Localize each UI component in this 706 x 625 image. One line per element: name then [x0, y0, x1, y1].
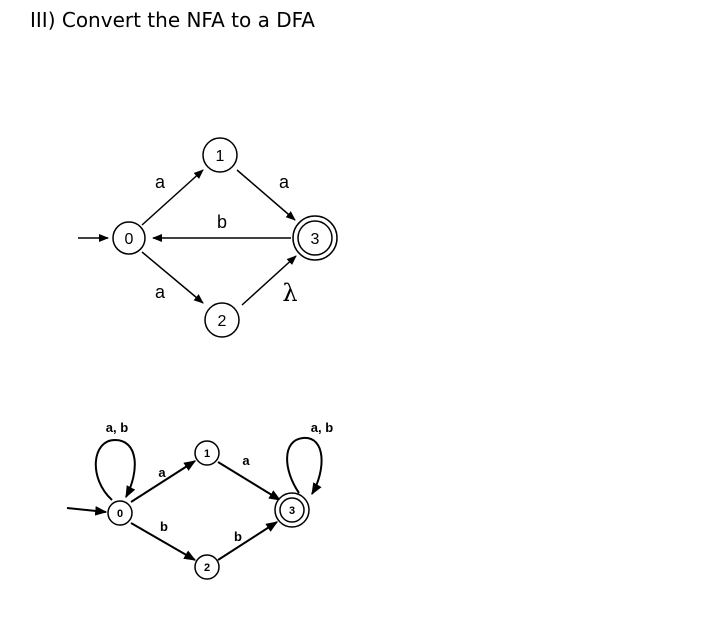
dfa-start-arrow — [66, 506, 108, 516]
nfa-edge-1-3 — [236, 169, 296, 221]
nfa-state-1: 1 — [202, 137, 238, 173]
nfa-diagram: 0 1 2 3 a a a λ b — [78, 137, 338, 338]
nfa-label-0-1: a — [155, 172, 166, 192]
nfa-label-1-3: a — [279, 172, 290, 192]
nfa-state-3-accepting: 3 — [292, 215, 338, 261]
dfa-label-loop-0: a, b — [106, 420, 128, 435]
svg-text:1: 1 — [216, 148, 225, 165]
dfa-state-3-accepting: 3 — [274, 492, 310, 528]
dfa-label-0-2: b — [160, 519, 168, 534]
dfa-state-2: 2 — [194, 554, 220, 580]
nfa-state-2: 2 — [204, 302, 240, 338]
nfa-edge-0-1 — [141, 169, 204, 226]
dfa-label-2-3: b — [234, 529, 242, 544]
svg-text:0: 0 — [117, 508, 123, 520]
nfa-label-0-2: a — [155, 282, 166, 302]
nfa-edge-2-3 — [241, 255, 297, 306]
dfa-state-1: 1 — [194, 440, 220, 466]
nfa-edge-0-2 — [141, 251, 204, 304]
svg-text:1: 1 — [204, 448, 210, 460]
svg-text:2: 2 — [218, 313, 227, 330]
svg-text:2: 2 — [204, 562, 210, 574]
dfa-edge-0-1 — [130, 460, 197, 503]
svg-text:3: 3 — [311, 231, 320, 248]
svg-text:3: 3 — [289, 505, 295, 517]
dfa-loop-3 — [286, 436, 323, 496]
nfa-label-2-3: λ — [282, 279, 297, 307]
dfa-label-1-3: a — [242, 453, 250, 468]
page-title: III) Convert the NFA to a DFA — [30, 8, 315, 32]
dfa-label-loop-3: a, b — [311, 420, 333, 435]
nfa-state-0: 0 — [112, 221, 146, 255]
dfa-label-0-1: a — [158, 465, 166, 480]
dfa-edge-2-3 — [217, 521, 279, 561]
nfa-label-3-0: b — [217, 212, 227, 232]
dfa-edge-1-3 — [217, 461, 282, 501]
dfa-diagram: 0 1 2 3 a, b a b a b a, b — [66, 420, 333, 580]
dfa-loop-0 — [94, 438, 136, 501]
dfa-state-0: 0 — [107, 500, 133, 526]
svg-text:0: 0 — [125, 231, 134, 248]
dfa-edge-0-2 — [130, 522, 197, 561]
